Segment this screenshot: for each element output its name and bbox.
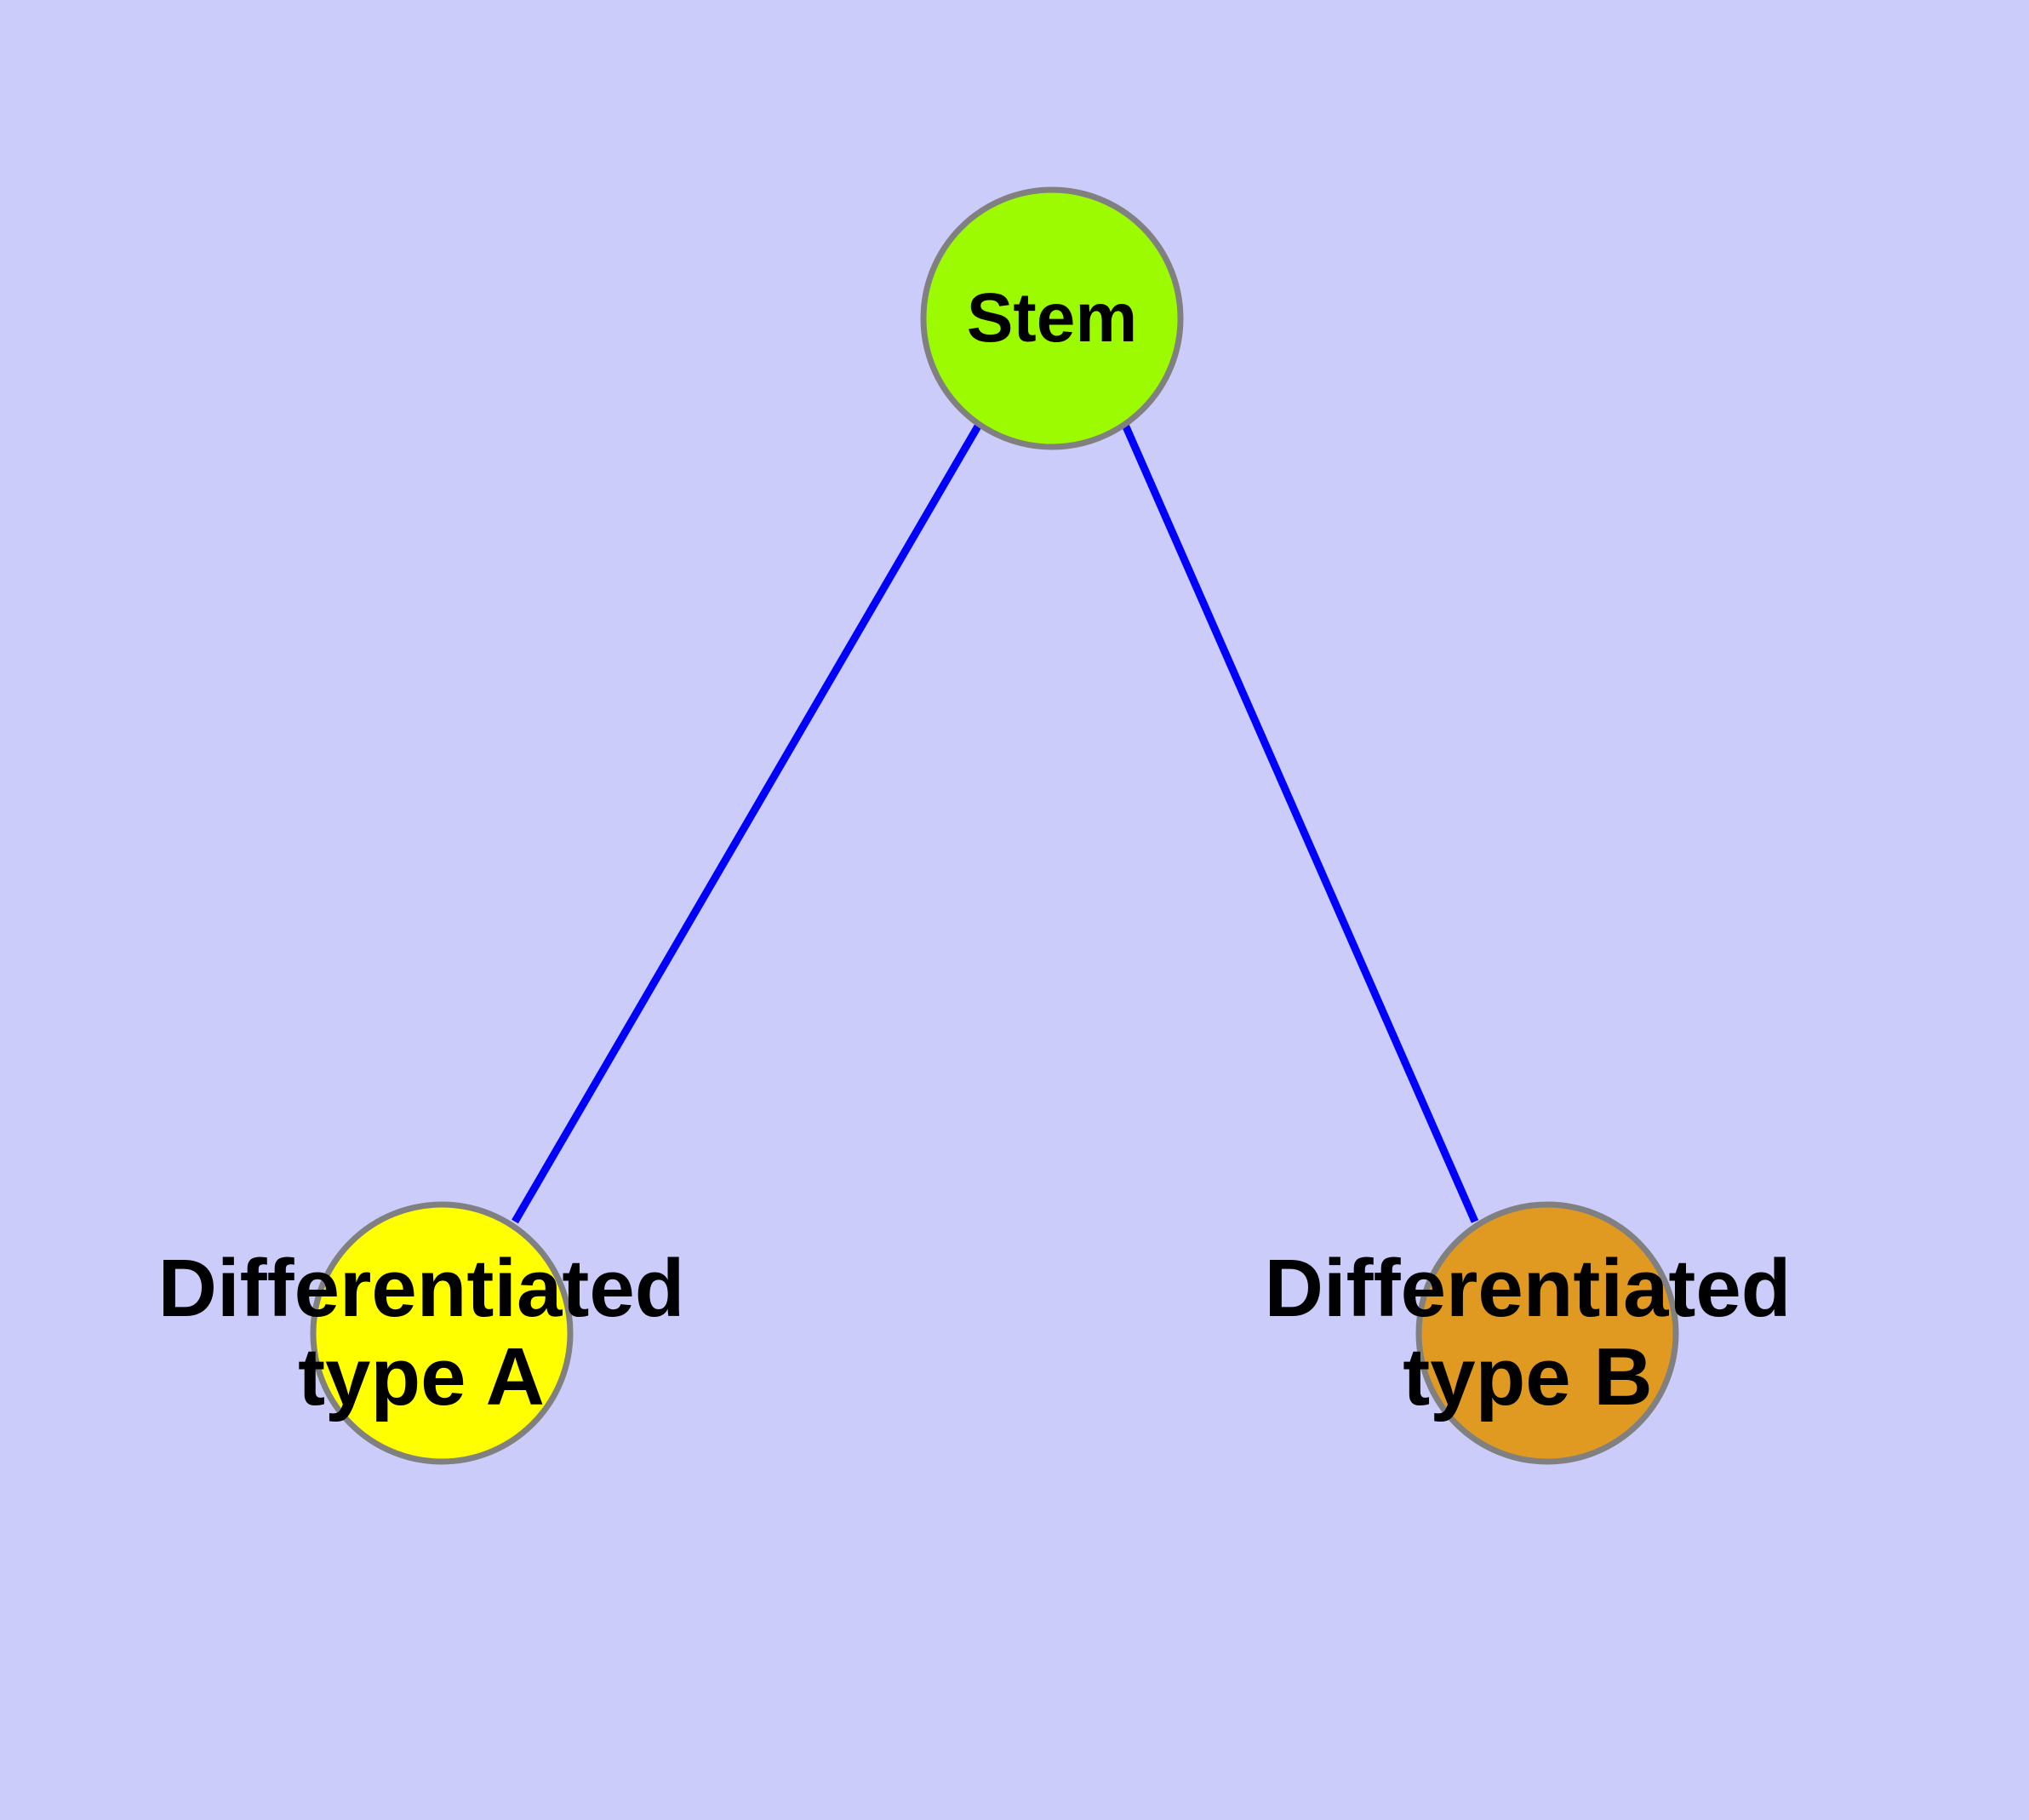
edges-layer — [512, 422, 1479, 1224]
node-differentiated-type-b[interactable] — [1415, 1201, 1679, 1465]
node-stem[interactable] — [920, 186, 1184, 450]
edge-stem-to-differentiated-type-b[interactable] — [1121, 423, 1479, 1223]
nodes-layer — [310, 186, 1679, 1465]
node-differentiated-type-a[interactable] — [310, 1201, 574, 1465]
edge-stem-to-differentiated-type-a[interactable] — [512, 422, 982, 1224]
